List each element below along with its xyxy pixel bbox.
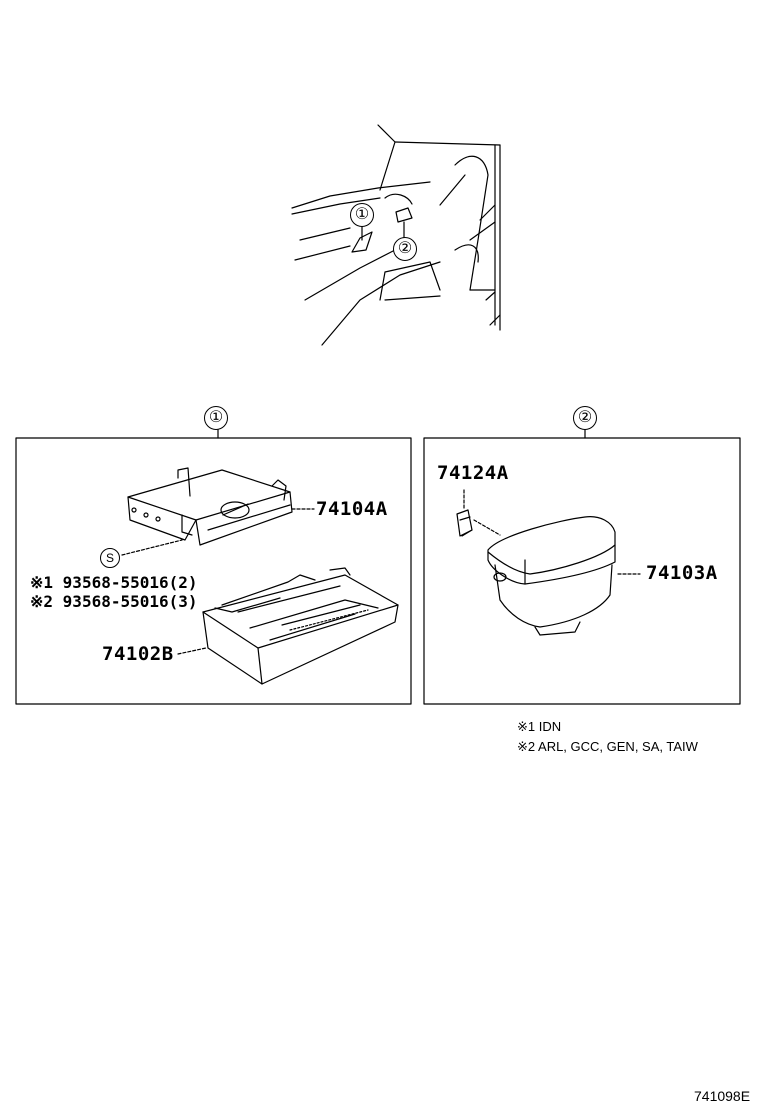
panel-2-header: ② [573, 406, 597, 430]
screw-marker-s: S [100, 548, 120, 568]
part-label-74102b: 74102B [102, 643, 174, 665]
figure-code: 741098E [694, 1088, 751, 1104]
part-label-74124a: 74124A [437, 462, 509, 484]
part-label-74104a: 74104A [316, 498, 388, 520]
part-label-screw-2: ※2 93568-55016(3) [30, 592, 198, 611]
bracket-74104a-drawing [127, 467, 315, 546]
panel-2-frame [423, 437, 741, 705]
part-label-screw-1: ※1 93568-55016(2) [30, 573, 198, 592]
panel-1-frame [15, 437, 412, 705]
vehicle-interior-overview [291, 124, 501, 346]
note-1: ※1 IDN [517, 719, 562, 734]
overview-callout-2: ② [393, 237, 417, 261]
glovebox-74102b-drawing [177, 567, 399, 685]
part-label-74103a: 74103A [646, 562, 718, 584]
overview-callout-1: ① [350, 203, 374, 227]
console-box-74103a-drawing [487, 516, 641, 636]
button-74124a-drawing [456, 489, 501, 537]
note-2: ※2 ARL, GCC, GEN, SA, TAIW [517, 739, 698, 754]
panel-1-header: ① [204, 406, 228, 430]
